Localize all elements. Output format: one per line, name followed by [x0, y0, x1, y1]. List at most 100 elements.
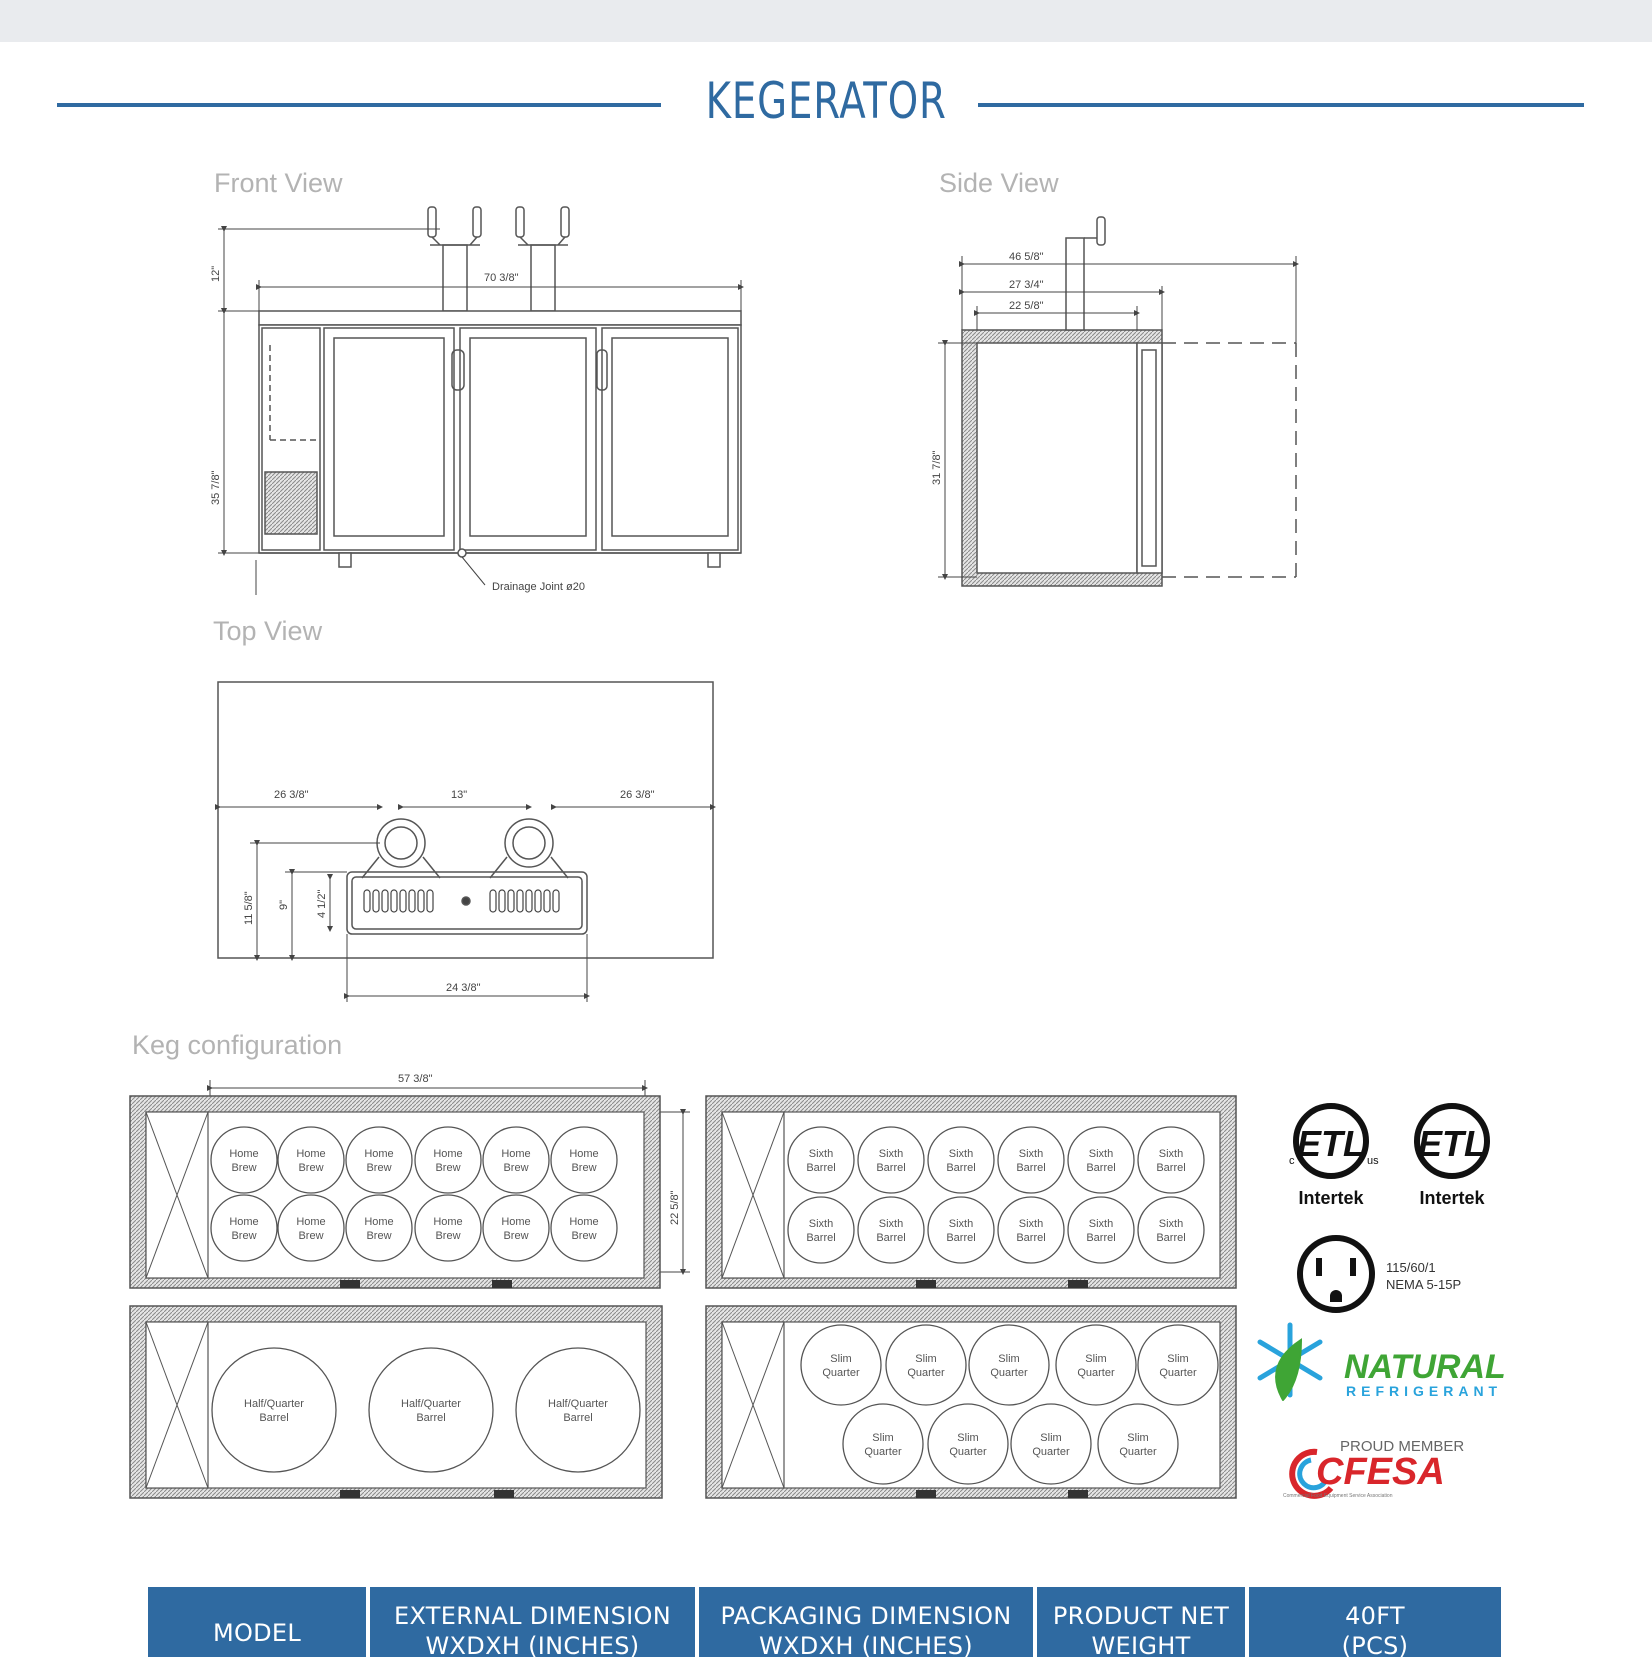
cfesa-wordmark: CFESA [1316, 1451, 1445, 1493]
title-rule-right [978, 103, 1584, 107]
keg-label: Home [433, 1148, 462, 1160]
keg-label: Barrel [946, 1162, 975, 1174]
top-depth-mid-dim: 9" [278, 900, 290, 910]
tap-spacing-dim: 13" [451, 789, 467, 801]
tap-tower-left [427, 206, 482, 312]
keg-label: Slim [1040, 1432, 1061, 1444]
keg-label: Quarter [907, 1367, 945, 1379]
header-model: MODEL [148, 1587, 366, 1657]
side-view-label: Side View [939, 168, 1059, 198]
keg-label: Sixth [809, 1148, 833, 1160]
keg-label: Sixth [1089, 1218, 1113, 1230]
keg-label: Barrel [806, 1162, 835, 1174]
keg-label: Barrel [1156, 1162, 1185, 1174]
top-view-drawing [215, 681, 716, 1002]
plug-icon [1297, 1235, 1375, 1313]
keg-label: Brew [366, 1162, 391, 1174]
keg-label: Barrel [1156, 1232, 1185, 1244]
keg-label: Slim [915, 1353, 936, 1365]
top-view-label: Top View [213, 616, 323, 646]
cfesa-subtitle: Commercial Food Equipment Service Associ… [1283, 1493, 1393, 1499]
side-depth-open-dim: 46 5/8" [1009, 251, 1044, 263]
keg-label: Half/Quarter [401, 1398, 461, 1410]
power-spec-line1: 115/60/1 [1386, 1260, 1436, 1275]
cfesa-logo-icon [1289, 1448, 1334, 1499]
keg-label: Brew [231, 1230, 256, 1242]
tray-width-dim: 24 3/8" [446, 982, 481, 994]
keg-label: Brew [366, 1230, 391, 1242]
keg-label: Quarter [949, 1446, 987, 1458]
keg-label: Slim [957, 1432, 978, 1444]
keg-label: Barrel [1086, 1162, 1115, 1174]
keg-label: Quarter [1159, 1367, 1197, 1379]
keg-label: Home [229, 1148, 258, 1160]
keg-label: Brew [571, 1230, 596, 1242]
front-view-drawing [218, 206, 744, 595]
side-depth-body-dim: 22 5/8" [1009, 300, 1044, 312]
header-external-dimension: EXTERNAL DIMENSION WXDXH (INCHES) [370, 1587, 695, 1660]
keg-label: Slim [998, 1353, 1019, 1365]
keg-label: Half/Quarter [548, 1398, 608, 1410]
top-left-offset-dim: 26 3/8" [274, 789, 309, 801]
keg-label: Sixth [949, 1148, 973, 1160]
drip-tray-slots [363, 889, 560, 913]
drain-label: Drainage Joint ø20 [492, 581, 585, 593]
body-height-dim: 35 7/8" [210, 470, 222, 505]
etl-badge-2: ETL Intertek [1414, 1103, 1490, 1208]
keg-label: Quarter [1032, 1446, 1070, 1458]
front-width-dim: 70 3/8" [484, 272, 519, 284]
keg-label: Slim [830, 1353, 851, 1365]
keg-label: Quarter [864, 1446, 902, 1458]
natural-text: NATURAL [1344, 1348, 1506, 1386]
keg-label: Brew [571, 1162, 596, 1174]
keg-label: Sixth [1019, 1218, 1043, 1230]
keg-label: Home [296, 1216, 325, 1228]
header-packaging-dimension: PACKAGING DIMENSION WXDXH (INCHES) [699, 1587, 1033, 1660]
power-spec-line2: NEMA 5-15P [1386, 1277, 1461, 1292]
keg-panel-slim-quarter [705, 1305, 1237, 1499]
keg-label: Home [501, 1148, 530, 1160]
tower-height-dim: 12" [210, 266, 222, 282]
keg-panel-sixth-barrel [705, 1095, 1237, 1289]
keg-label: Brew [435, 1162, 460, 1174]
etl-mark-2: ETL [1418, 1123, 1486, 1164]
header-40ft: 40FT (PCS) [1249, 1587, 1501, 1660]
keg-label: Sixth [879, 1218, 903, 1230]
etl-intertek-1: Intertek [1298, 1188, 1364, 1208]
side-height-dim: 31 7/8" [931, 450, 943, 485]
keg-label: Home [569, 1148, 598, 1160]
top-right-offset-dim: 26 3/8" [620, 789, 655, 801]
page-title: KEGERATOR [705, 72, 947, 130]
keg-labels: HomeBrewHomeBrewHomeBrewHomeBrewHomeBrew… [229, 1148, 1197, 1458]
keg-label: Barrel [876, 1232, 905, 1244]
cfesa-proud-member: PROUD MEMBER [1340, 1438, 1464, 1455]
keg-panel-home-brew [129, 1095, 661, 1289]
keg-config-dims [207, 1080, 690, 1275]
keg-label: Quarter [1119, 1446, 1157, 1458]
keg-label: Quarter [1077, 1367, 1115, 1379]
title-rule-left [57, 103, 661, 107]
spec-table-header: MODEL EXTERNAL DIMENSION WXDXH (INCHES) … [148, 1587, 1503, 1660]
keg-label: Home [433, 1216, 462, 1228]
keg-configuration-label: Keg configuration [132, 1030, 343, 1060]
keg-label: Home [364, 1148, 393, 1160]
keg-label: Slim [1167, 1353, 1188, 1365]
keg-label: Home [364, 1216, 393, 1228]
keg-label: Brew [503, 1230, 528, 1242]
keg-label: Sixth [1089, 1148, 1113, 1160]
keg-label: Slim [872, 1432, 893, 1444]
etl-badge-1: ETL c us Intertek [1289, 1103, 1379, 1208]
keg-label: Brew [435, 1230, 460, 1242]
refrigerant-text: REFRIGERANT [1346, 1383, 1502, 1399]
etl-intertek-2: Intertek [1419, 1188, 1485, 1208]
side-view-drawing [938, 216, 1299, 587]
keg-label: Sixth [1159, 1148, 1183, 1160]
keg-label: Sixth [879, 1148, 903, 1160]
etl-us: us [1367, 1155, 1379, 1167]
keg-label: Barrel [806, 1232, 835, 1244]
keg-label: Sixth [809, 1218, 833, 1230]
header-product-net-weight: PRODUCT NET WEIGHT [1037, 1587, 1245, 1660]
etl-mark-1: ETL [1297, 1123, 1365, 1164]
keg-label: Sixth [1159, 1218, 1183, 1230]
